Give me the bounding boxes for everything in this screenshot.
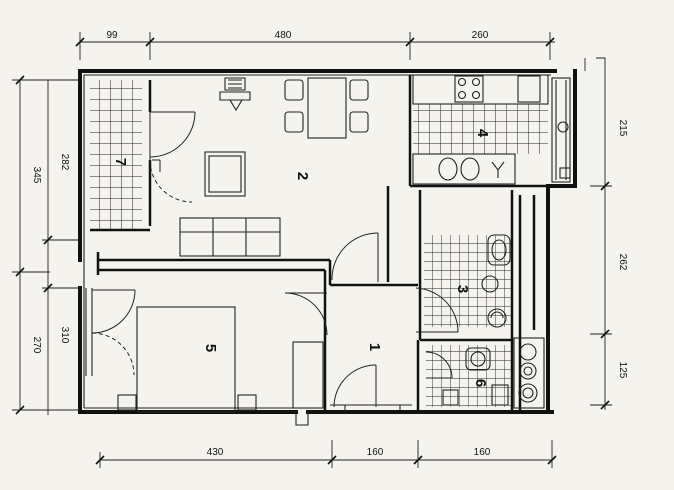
dim-top-right: 260 <box>472 30 489 41</box>
room-3-label: 3 <box>454 285 471 293</box>
tiles-room-7 <box>90 80 142 230</box>
dim-top-middle: 480 <box>275 30 292 41</box>
dim-left-inner-bottom: 310 <box>59 327 70 344</box>
dimension-labels: 99 480 260 215 262 125 345 282 270 310 4… <box>31 30 628 458</box>
room-1-label: 1 <box>366 343 383 351</box>
tiles-wc <box>426 345 511 407</box>
exterior-walls <box>78 69 577 426</box>
room-2-label: 2 <box>294 172 311 180</box>
dim-bottom-right: 160 <box>474 447 491 458</box>
dim-left-outer-bottom: 270 <box>31 337 42 354</box>
dim-right-middle: 262 <box>617 254 628 271</box>
room-7-label: 7 <box>112 158 129 166</box>
dim-top-left: 99 <box>106 30 118 41</box>
doors <box>91 111 459 408</box>
interior-walls <box>90 75 548 412</box>
room-labels: 7 2 4 3 5 1 6 <box>112 129 491 387</box>
furniture <box>117 74 571 413</box>
room-5-label: 5 <box>202 344 219 352</box>
dim-right-top: 215 <box>617 120 628 137</box>
room-4-label: 4 <box>474 129 491 138</box>
tiles-bath <box>424 235 512 327</box>
room-6-label: 6 <box>472 379 489 387</box>
dim-bottom-left: 430 <box>207 447 224 458</box>
dim-left-outer-top: 345 <box>31 167 42 184</box>
dimension-lines <box>12 32 612 468</box>
tiles-kitchen <box>413 104 548 154</box>
dim-left-inner-top: 282 <box>59 154 70 171</box>
dim-right-bottom: 125 <box>617 362 628 379</box>
dim-bottom-middle: 160 <box>367 447 384 458</box>
